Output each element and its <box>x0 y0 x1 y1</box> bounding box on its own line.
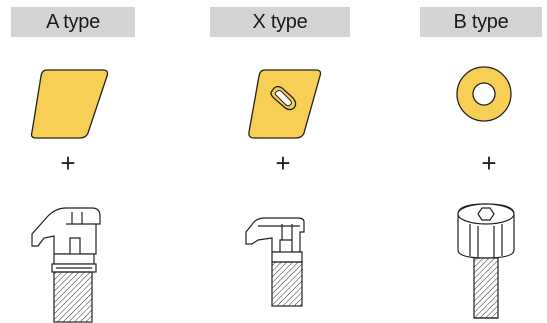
type-label-x: X type <box>252 10 308 33</box>
x-type-screw-icon <box>245 217 305 307</box>
plus-sign-b: + <box>481 148 497 178</box>
type-header-b: B type <box>420 7 542 37</box>
type-header-a: A type <box>11 7 135 37</box>
a-type-screw-icon <box>31 207 101 323</box>
x-type-pad-icon <box>248 69 322 139</box>
b-type-screw-icon <box>457 203 515 319</box>
type-label-a: A type <box>46 10 100 33</box>
type-header-x: X type <box>210 7 350 37</box>
b-type-washer-icon <box>456 66 512 122</box>
plus-sign-x: + <box>275 148 291 178</box>
a-type-pad-icon <box>30 69 109 139</box>
type-label-b: B type <box>453 10 509 33</box>
plus-sign-a: + <box>60 148 76 178</box>
